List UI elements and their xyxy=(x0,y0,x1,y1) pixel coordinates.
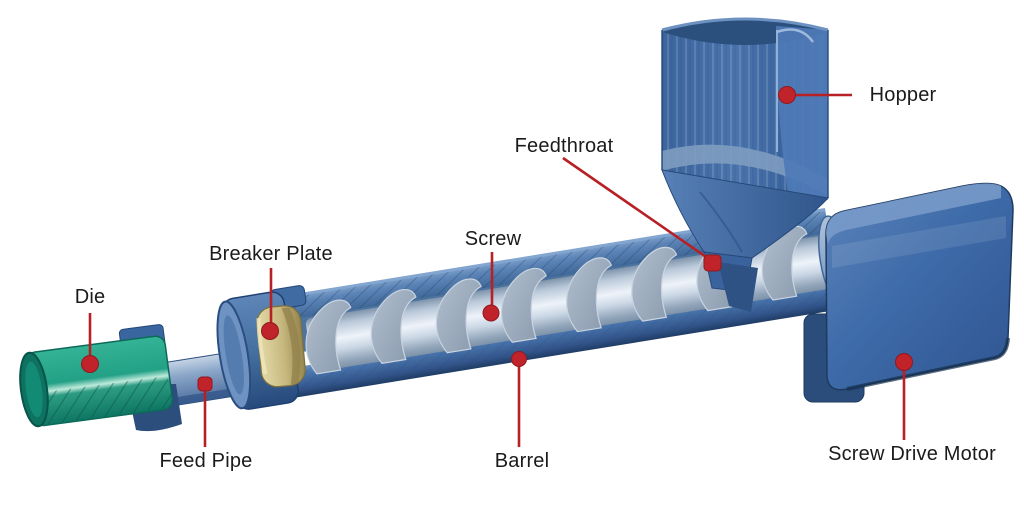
breaker-plate-shape xyxy=(256,305,306,388)
label-feedthroat: Feedthroat xyxy=(514,135,614,157)
breaker-plate-callout-dot xyxy=(261,322,279,340)
label-barrel: Barrel xyxy=(494,450,550,472)
barrel-callout-dot xyxy=(511,351,527,367)
die-shape xyxy=(19,324,174,428)
screw-drive-motor-shape xyxy=(803,182,1014,403)
callout-dots xyxy=(81,86,913,392)
die-callout-dot xyxy=(81,355,99,373)
screw-callout-dot xyxy=(482,304,500,322)
label-breaker-plate: Breaker Plate xyxy=(209,243,333,265)
feedthroat-flap xyxy=(718,262,758,312)
feedthroat-callout-line xyxy=(562,156,710,261)
label-screw: Screw xyxy=(464,228,522,250)
motor-callout-dot xyxy=(895,353,913,371)
feedthroat-callout-dot xyxy=(703,254,722,272)
motor-top-face xyxy=(826,183,1001,244)
label-hopper: Hopper xyxy=(869,84,937,106)
hopper-callout-dot xyxy=(778,86,796,104)
hopper-shape xyxy=(661,17,829,312)
label-screw-drive-motor: Screw Drive Motor xyxy=(828,443,996,465)
label-die: Die xyxy=(74,286,106,308)
label-feed-pipe: Feed Pipe xyxy=(159,450,253,472)
callouts xyxy=(88,93,906,447)
feed-pipe-callout-dot xyxy=(197,376,213,392)
